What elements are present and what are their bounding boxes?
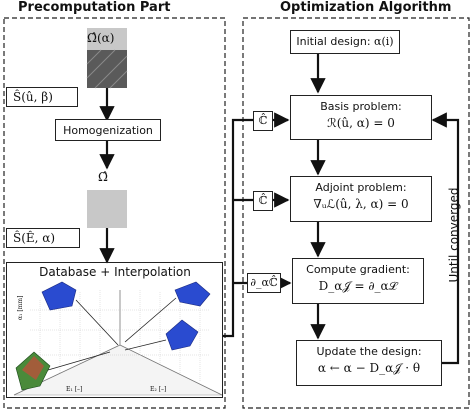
until-converged-label: Until converged xyxy=(447,187,461,283)
update-design-label: Update the design: xyxy=(316,345,422,358)
update-design-math: α ← α − D_α𝒥 · θ xyxy=(317,361,421,375)
unit-cell-image xyxy=(86,28,128,89)
database-box xyxy=(6,262,223,398)
compute-gradient-label: Compute gradient: xyxy=(306,263,410,276)
compute-gradient-math: D_α𝒥 = ∂_αℒ xyxy=(318,279,398,293)
precomp-panel xyxy=(3,17,226,409)
c-hat-box-1: ℂ̂ xyxy=(253,111,273,131)
s-u-beta-box: Ŝ(û, β) xyxy=(6,87,78,107)
adjoint-problem-label: Adjoint problem: xyxy=(315,181,407,194)
optim-title: Optimization Algorithm xyxy=(280,0,452,15)
database-label: Database + Interpolation xyxy=(39,265,191,279)
basis-problem-math: ℛ(û, α) = 0 xyxy=(327,116,395,130)
compute-gradient-box: Compute gradient: D_α𝒥 = ∂_αℒ xyxy=(292,258,424,304)
update-design-box: Update the design: α ← α − D_α𝒥 · θ xyxy=(296,340,442,386)
initial-design-label: Initial design: xyxy=(296,35,371,48)
precomp-title: Precomputation Part xyxy=(18,0,171,15)
axis-x2-label: E₂ [–] xyxy=(150,386,167,393)
basis-problem-box: Basis problem: ℛ(û, α) = 0 xyxy=(290,95,432,140)
omega-hat-label: Ω̂ xyxy=(98,170,108,184)
s-E-alpha-box: Ŝ(Ê, α) xyxy=(6,228,80,248)
initial-design-box: Initial design: α(i) xyxy=(290,30,400,54)
basis-problem-label: Basis problem: xyxy=(320,100,402,113)
axis-x1-label: E₁ [–] xyxy=(66,386,83,393)
adjoint-problem-math: ∇ᵤℒ(û, λ, α) = 0 xyxy=(313,197,409,211)
omega-hat-alpha-label: Ω̂(α) xyxy=(87,31,115,45)
optim-panel xyxy=(242,17,470,409)
homogenized-cell-image xyxy=(87,190,127,228)
axis-z-label: α₁ [mm] xyxy=(17,295,24,320)
initial-design-math: α(i) xyxy=(374,35,394,48)
d-c-hat-box: ∂_αℂ̂ xyxy=(247,273,281,293)
c-hat-box-2: ℂ̂ xyxy=(253,191,273,211)
database-plot xyxy=(13,281,223,396)
adjoint-problem-box: Adjoint problem: ∇ᵤℒ(û, λ, α) = 0 xyxy=(290,176,432,222)
homogenization-box: Homogenization xyxy=(55,119,161,141)
